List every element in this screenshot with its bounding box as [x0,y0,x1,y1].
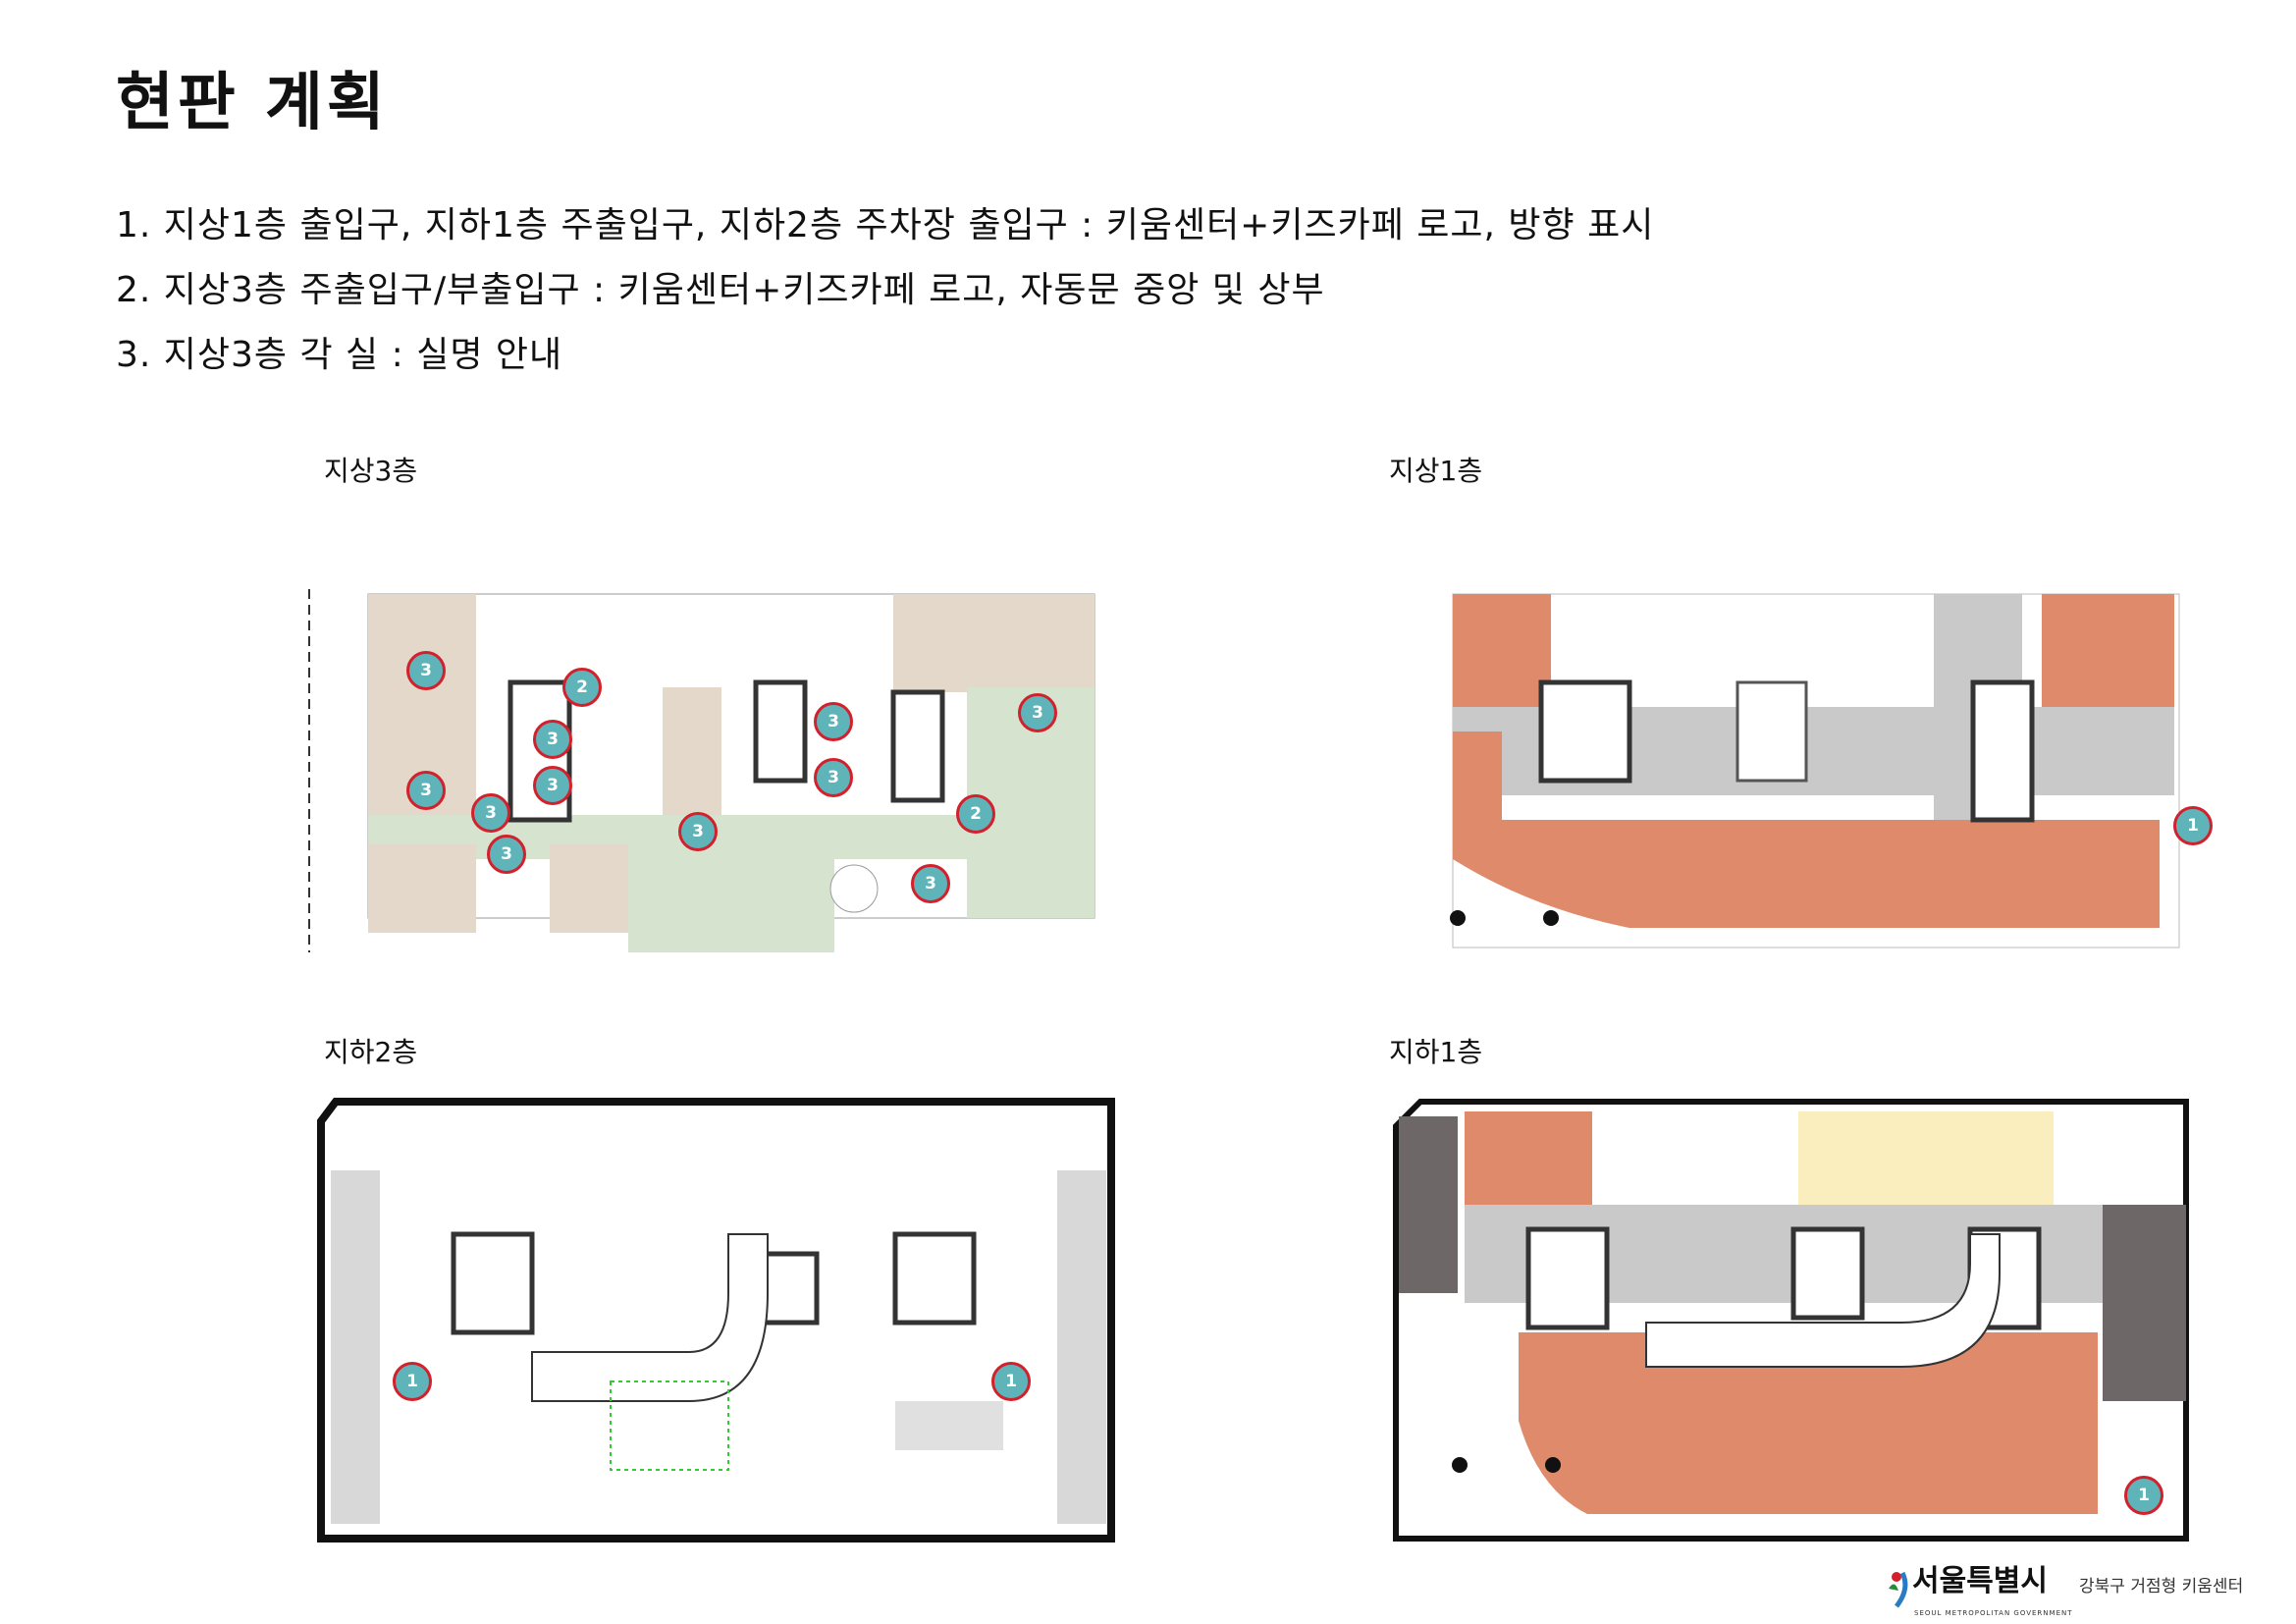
sign-marker-3: 3 [814,702,853,741]
sign-marker-3: 3 [911,864,950,903]
sign-marker-3: 3 [533,766,572,805]
floor-label-3f: 지상3층 [324,455,418,487]
seoul-logo-icon [1887,1569,1908,1608]
sign-marker-3: 3 [1018,693,1057,732]
sign-marker-2: 2 [562,668,602,707]
floor-label-b1: 지하1층 [1389,1036,1483,1068]
footer-brand-sub: SEOUL METROPOLITAN GOVERNMENT [1914,1609,2073,1617]
floor-plan-3f [304,560,1119,952]
sign-marker-3: 3 [814,758,853,797]
floor-label-b2: 지하2층 [324,1036,418,1068]
floor-label-1f: 지상1층 [1389,455,1483,487]
sign-marker-3: 3 [487,835,526,874]
sign-marker-1: 1 [2124,1476,2163,1515]
plan-item-2: 2. 지상3층 주출입구/부출입구 : 키움센터+키즈카페 로고, 자동문 중앙… [116,270,1325,310]
floor-plan-b2-drawing [317,1098,1115,1543]
sign-marker-3: 3 [406,771,446,810]
sign-marker-1: 1 [991,1362,1031,1401]
sign-marker-1: 1 [2173,806,2213,845]
sign-marker-3: 3 [406,651,446,690]
floor-plan-b1-drawing [1393,1099,2189,1542]
plan-item-3: 3. 지상3층 각 실 : 실명 안내 [116,335,563,375]
sign-marker-2: 2 [956,794,995,834]
floor-plan-1f [1384,545,2230,965]
sign-marker-3: 3 [533,720,572,759]
sign-marker-3: 3 [471,793,510,833]
floor-plan-b1 [1391,1097,2196,1546]
footer-brand: 서울특별시 [1912,1564,2048,1598]
page-title: 현판 계획 [116,67,389,139]
sign-marker-3: 3 [678,812,718,851]
sign-marker-1: 1 [393,1362,432,1401]
floor-plan-b2 [316,1097,1121,1546]
plan-item-1: 1. 지상1층 출입구, 지하1층 주출입구, 지하2층 주차장 출입구 : 키… [116,205,1655,245]
floor-plan-1f-drawing [1450,593,2180,948]
footer-org: 강북구 거점형 키움센터 [2079,1577,2244,1597]
floor-plan-3f-drawing [308,589,1095,952]
